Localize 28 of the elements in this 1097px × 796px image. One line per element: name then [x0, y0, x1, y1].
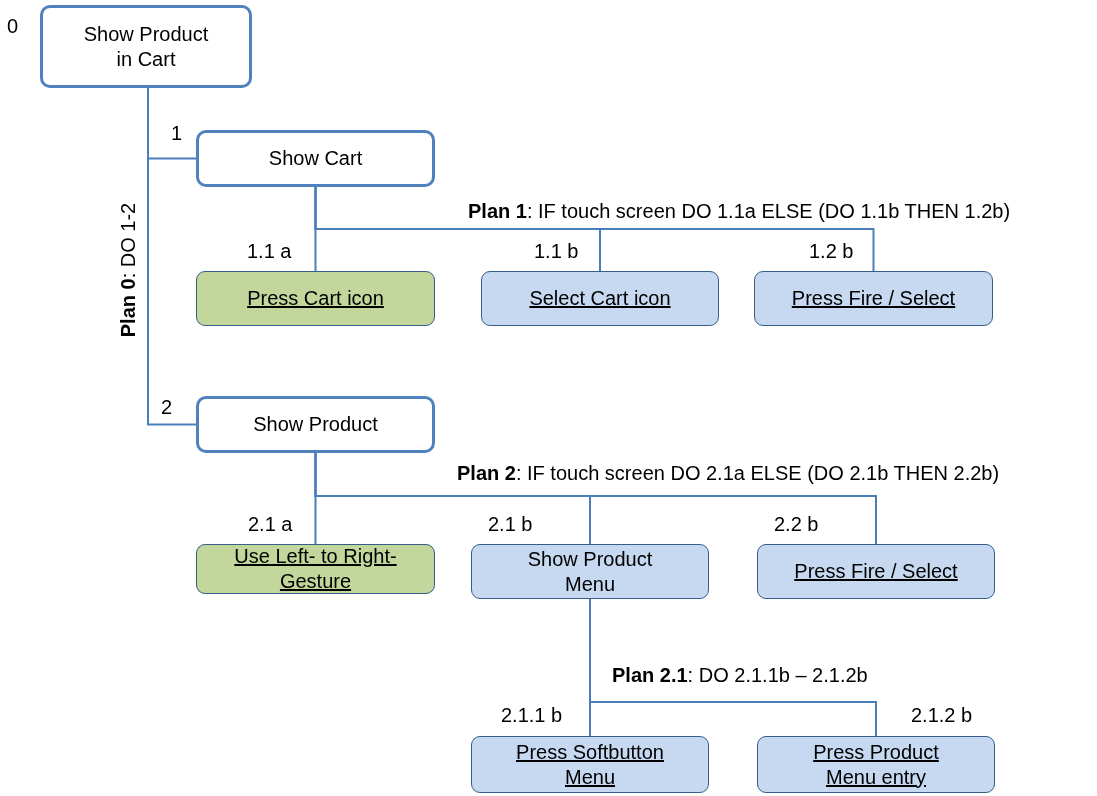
task-number: 2 [161, 395, 173, 420]
task-number: 2.1.1 b [501, 703, 563, 728]
task-label: Press Cart icon [247, 286, 384, 311]
plan-note: Plan 2: IF touch screen DO 2.1a ELSE (DO 2.1b THEN 2.2b) [457, 462, 1000, 485]
task-number: 1 [171, 121, 183, 146]
plan-note: Plan 0: DO 1-2 [116, 202, 140, 338]
task-label: Press Fire / Select [794, 559, 958, 584]
task-number: 2.1 a [248, 512, 293, 537]
task-number: 1.1 a [247, 239, 292, 264]
task-label: Show Cart [268, 146, 363, 171]
task-label: Show Product Menu [526, 546, 654, 597]
task-label: Show Product [253, 412, 378, 437]
task-label: Select Cart icon [529, 286, 671, 311]
task-number: 1.1 b [534, 239, 579, 264]
task-number: 1.2 b [809, 239, 854, 264]
task-label: Press Fire / Select [791, 286, 956, 311]
connector-line [314, 452, 877, 545]
plan-note: Plan 1: IF touch screen DO 1.1a ELSE (DO 1.1b THEN 1.2b) [468, 200, 1011, 223]
task-label: Press Product Menu entry [812, 739, 940, 790]
task-number: 2.2 b [774, 512, 819, 537]
connector-line [314, 186, 875, 272]
task-number: 2.1 b [488, 512, 533, 537]
task-number: 0 [7, 14, 19, 39]
task-label: Press Softbutton Menu [515, 739, 665, 790]
task-label: Use Left- to Right-Gesture [233, 544, 398, 594]
task-number: 2.1.2 b [911, 703, 973, 728]
task-label: Show Product in Cart [83, 21, 209, 72]
plan-note: Plan 2.1: DO 2.1.1b – 2.1.2b [612, 664, 868, 687]
